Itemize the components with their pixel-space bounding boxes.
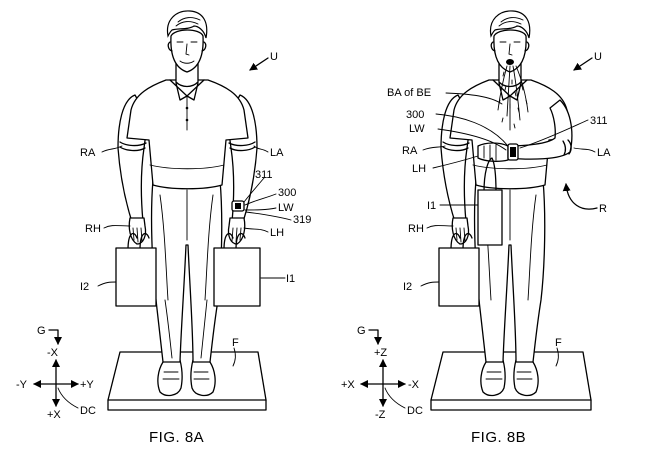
hands xyxy=(451,217,470,245)
axis-right: -X xyxy=(408,379,420,391)
figure-8b: U BA of BE 300 LW 311 RA LA LH I1 R RH I… xyxy=(341,10,611,446)
label-319: 319 xyxy=(293,214,311,226)
trousers xyxy=(150,179,223,363)
shoes xyxy=(480,359,539,397)
label-i2: I2 xyxy=(403,281,412,293)
label-g: G xyxy=(37,325,46,337)
gravity-indicator-8a: G xyxy=(37,325,62,345)
axis-up: -X xyxy=(47,347,59,359)
floor-platform xyxy=(107,351,267,411)
label-lw: LW xyxy=(409,123,425,135)
label-dc: DC xyxy=(80,405,96,417)
axis-down: +X xyxy=(47,409,61,421)
label-lw: LW xyxy=(278,202,294,214)
wristwatch-8b xyxy=(507,143,519,161)
label-u: U xyxy=(594,51,602,63)
axes-8a: -X +X -Y +Y DC xyxy=(16,347,96,421)
shirt xyxy=(126,79,249,190)
label-g: G xyxy=(357,325,366,337)
axis-right: +Y xyxy=(80,379,94,391)
label-311: 311 xyxy=(590,115,608,127)
label-ba-of-be: BA of BE xyxy=(387,87,431,99)
wristwatch-8a xyxy=(231,200,245,212)
label-la: LA xyxy=(270,147,284,159)
caption-8b: FIG. 8B xyxy=(471,429,526,446)
label-311: 311 xyxy=(255,169,273,181)
gravity-indicator-8b: G xyxy=(357,325,382,345)
bag-i2 xyxy=(115,232,157,307)
label-i2: I2 xyxy=(80,281,89,293)
bag-i1 xyxy=(477,157,503,246)
breath-stream xyxy=(497,65,529,129)
label-lh: LH xyxy=(412,163,426,175)
axis-up: +Z xyxy=(374,347,387,359)
axis-down: -Z xyxy=(375,409,386,421)
leader-lines-8b xyxy=(420,57,596,367)
label-rh: RH xyxy=(408,223,424,235)
axes-8b: +Z -Z +X -X DC xyxy=(341,347,423,421)
label-300: 300 xyxy=(278,187,296,199)
label-ra: RA xyxy=(402,145,418,157)
label-lh: LH xyxy=(270,227,284,239)
head xyxy=(489,10,531,88)
labels-8a: U RA LA 311 300 LW 319 RH LH I1 I2 F xyxy=(80,51,311,349)
label-i1: I1 xyxy=(427,200,436,212)
shoes xyxy=(157,359,216,397)
label-la: LA xyxy=(597,147,611,159)
axis-left: -Y xyxy=(16,379,28,391)
label-300: 300 xyxy=(406,109,424,121)
leader-lines-8a xyxy=(97,57,292,367)
head xyxy=(166,10,208,88)
label-dc: DC xyxy=(407,405,423,417)
label-rh: RH xyxy=(85,223,101,235)
rotation-arrow-r xyxy=(562,183,598,210)
label-i1: I1 xyxy=(286,273,295,285)
figure-8a: U RA LA 311 300 LW 319 RH LH I1 I2 F G -… xyxy=(16,10,311,446)
label-u: U xyxy=(270,51,278,63)
floor-platform xyxy=(430,351,592,411)
caption-8a: FIG. 8A xyxy=(149,429,204,446)
label-f: F xyxy=(555,337,562,349)
label-ra: RA xyxy=(80,147,96,159)
bag-i1 xyxy=(213,232,261,307)
left-arm-raised xyxy=(477,99,573,162)
axis-left: +X xyxy=(341,379,355,391)
shirt xyxy=(449,79,572,190)
label-r: R xyxy=(599,203,607,215)
labels-8b: U BA of BE 300 LW 311 RA LA LH I1 R RH I… xyxy=(387,51,611,349)
label-f: F xyxy=(232,337,239,349)
bag-i2 xyxy=(438,232,480,307)
